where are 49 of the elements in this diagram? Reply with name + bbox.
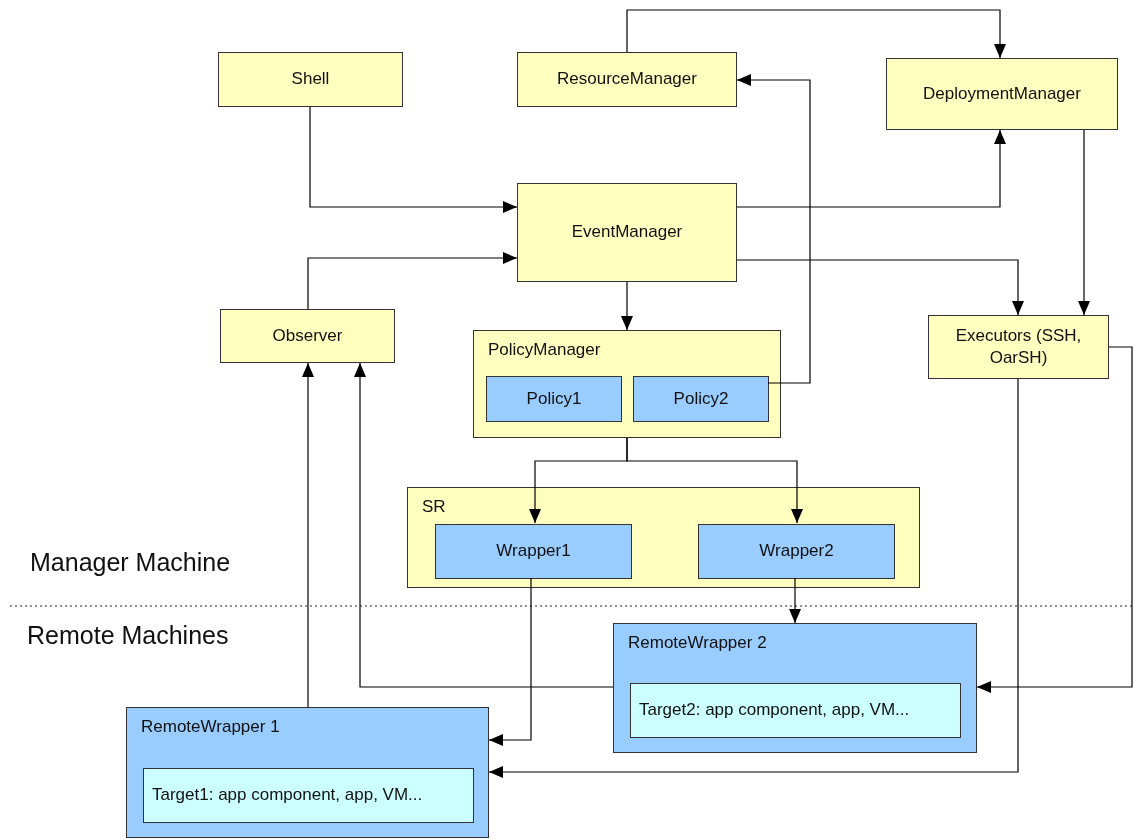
arrow	[309, 106, 518, 213]
arrow	[789, 577, 801, 624]
arrow	[1078, 129, 1090, 316]
zone-label: Remote Machines	[27, 621, 229, 650]
node-label: Policy2	[673, 387, 729, 410]
arrow	[976, 346, 1133, 693]
arrow	[621, 281, 633, 331]
node-label: Target1: app component, app, VM...	[152, 784, 423, 807]
node-label: Wrapper2	[759, 540, 834, 563]
arrow	[307, 252, 518, 310]
node-label: Target2: app component, app, VM...	[639, 699, 910, 722]
component-box	[486, 376, 622, 422]
node-label: PolicyManager	[488, 339, 601, 361]
node-label: DeploymentManager	[923, 82, 1081, 105]
node-label: SR	[422, 496, 446, 518]
component-box	[517, 52, 737, 107]
component-box	[218, 52, 403, 107]
container-box	[126, 707, 489, 838]
component-box	[220, 309, 395, 363]
arrow	[626, 437, 803, 524]
component-box	[928, 315, 1109, 379]
node-label: RemoteWrapper 1	[141, 716, 280, 738]
arrow	[488, 378, 1019, 778]
component-box	[698, 524, 895, 579]
component-box	[517, 183, 737, 282]
arrow	[736, 74, 811, 384]
component-box	[630, 683, 961, 738]
zone-label: Manager Machine	[30, 548, 231, 577]
node-label: Observer	[272, 324, 343, 347]
container-box	[473, 330, 781, 438]
component-box	[886, 58, 1118, 130]
node-label: ResourceManager	[557, 68, 697, 91]
arrow	[488, 577, 532, 746]
arrow	[302, 362, 314, 708]
arrow	[736, 129, 1006, 208]
component-box	[143, 768, 474, 823]
node-label: Policy1	[526, 387, 582, 410]
arrow	[354, 362, 614, 688]
node-label: EventManager	[571, 221, 683, 244]
node-label: Executors (SSH, OarSH)	[954, 324, 1083, 369]
node-label: Wrapper1	[496, 540, 571, 563]
component-box	[633, 376, 769, 422]
container-box	[613, 623, 977, 753]
node-label: RemoteWrapper 2	[628, 632, 767, 654]
node-label: Shell	[291, 68, 330, 91]
arrow	[626, 9, 1006, 59]
container-box	[407, 487, 920, 588]
arrow	[736, 259, 1024, 316]
component-box	[435, 524, 632, 579]
